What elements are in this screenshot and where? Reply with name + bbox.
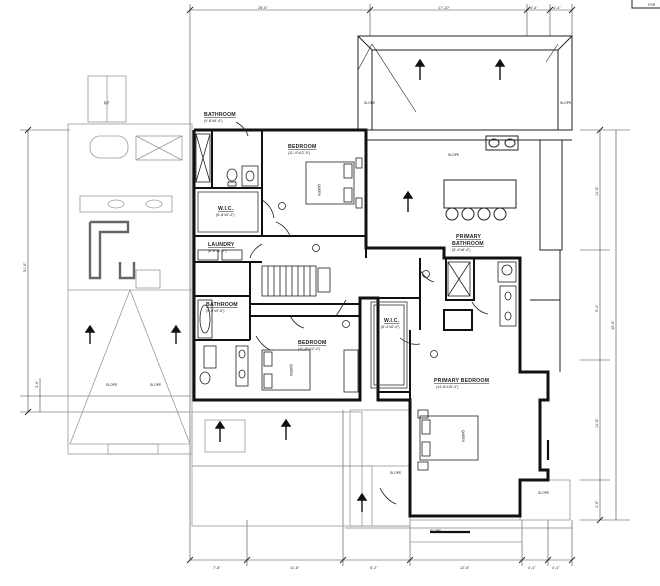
room-name-bathroom-north: BATHROOM	[204, 112, 236, 118]
lower-floor-outline: 1-7	[67, 75, 571, 543]
closet-outlines	[197, 191, 408, 389]
roof-area	[357, 35, 573, 131]
dim-bottom-4: 12'-8"	[460, 566, 470, 570]
dim-left-1: 51'-8"	[23, 262, 27, 272]
room-size-wic-primary: (6'-4"x8'-4")	[381, 325, 400, 329]
slope-arrows	[84, 58, 506, 512]
room-size-laundry: (6'-8"x8'-0")	[208, 249, 227, 253]
room-name-bedroom-mid: BEDROOM	[298, 340, 327, 346]
room-name-bedroom-north: BEDROOM	[288, 144, 317, 150]
room-name-bathroom-mid: BATHROOM	[206, 302, 238, 308]
dim-bottom-2: 11'-6"	[290, 566, 300, 570]
slope-label-5: SLOPE	[150, 383, 162, 387]
dim-right-4: 14'-8"	[595, 418, 599, 428]
dim-top-2: 17'-10"	[438, 6, 450, 10]
room-size-primary-bedroom: (14'-8"x15'-4")	[436, 385, 459, 389]
room-size-bathroom-north: (9'-8"x5'-4")	[204, 119, 223, 123]
dim-bottom-3: 8'-2"	[370, 566, 378, 570]
room-name-laundry: LAUNDRY	[208, 242, 235, 248]
callout-circles	[278, 202, 438, 358]
bed-label-mid: QUEEN	[289, 364, 293, 377]
room-labels: BATHROOM (9'-8"x5'-4") BEDROOM (11'-4"x1…	[204, 112, 489, 389]
corner-note: FOR	[648, 3, 656, 7]
fixtures	[195, 133, 517, 471]
door-swings	[235, 121, 489, 505]
dim-right-5: 4'-8"	[595, 500, 599, 508]
dim-top-3: 4'-4"	[530, 6, 538, 10]
slope-label-6: SLOPE	[390, 471, 402, 475]
slope-label-8: SLOPE	[430, 529, 442, 533]
room-size-bedroom-mid: (11'-8"x12'-4")	[298, 347, 320, 351]
dimension-ticks	[24, 6, 604, 564]
dim-right-1: 14'-8"	[595, 186, 599, 196]
slope-labels: SLOPE SLOPE SLOPE SLOPE SLOPE SLOPE SLOP…	[106, 101, 572, 533]
dim-top-4: 4'-4"	[553, 6, 561, 10]
bed-labels: QUEEN QUEEN QUEEN	[289, 184, 465, 443]
dim-bottom-6: 4'-4"	[552, 566, 560, 570]
dimension-texts: 28'-6" 17'-10" 4'-4" 4'-4" 7'-8" 11'-6" …	[23, 6, 615, 570]
dim-top-1: 28'-6"	[258, 6, 268, 10]
room-name-wic-north: W.I.C.	[218, 206, 234, 212]
staircase	[261, 265, 331, 297]
room-size-bathroom-mid: (5'-0"x9'-8")	[206, 309, 225, 313]
room-name-wic-primary: W.I.C.	[384, 318, 400, 324]
slope-label-1: SLOPE	[364, 101, 376, 105]
bed-label-north: QUEEN	[317, 184, 321, 197]
slope-label-4: SLOPE	[106, 383, 118, 387]
room-size-wic-north: (6'-8"x5'-4")	[216, 213, 235, 217]
slope-label-7: SLOPE	[538, 491, 550, 495]
dim-bottom-5: 4'-4"	[528, 566, 536, 570]
dim-right-3: 5'-4"	[595, 304, 599, 312]
windows	[192, 128, 550, 534]
room-name-primary-bedroom: PRIMARY BEDROOM	[434, 378, 489, 384]
dim-bottom-1: 7'-8"	[213, 566, 221, 570]
bed-label-primary: QUEEN	[461, 430, 465, 443]
room-size-bedroom-north: (11'-4"x12'-5")	[288, 151, 310, 155]
slope-label-3: SLOPE	[448, 153, 460, 157]
great-room-lines	[365, 129, 572, 372]
dim-left-2: 3'-6"	[35, 380, 39, 388]
room-name-primary-bathroom-1: PRIMARY	[456, 234, 481, 240]
dimension-lines	[20, 4, 630, 566]
room-size-primary-bathroom: (8'-4"x8'-4")	[452, 248, 471, 252]
window-label: 1-7	[104, 101, 109, 105]
title-block-corner: FOR	[631, 0, 660, 9]
room-name-primary-bathroom-2: BATHROOM	[452, 241, 484, 247]
slope-label-2: SLOPE	[560, 101, 572, 105]
dim-right-2: 45'-8"	[611, 320, 615, 330]
